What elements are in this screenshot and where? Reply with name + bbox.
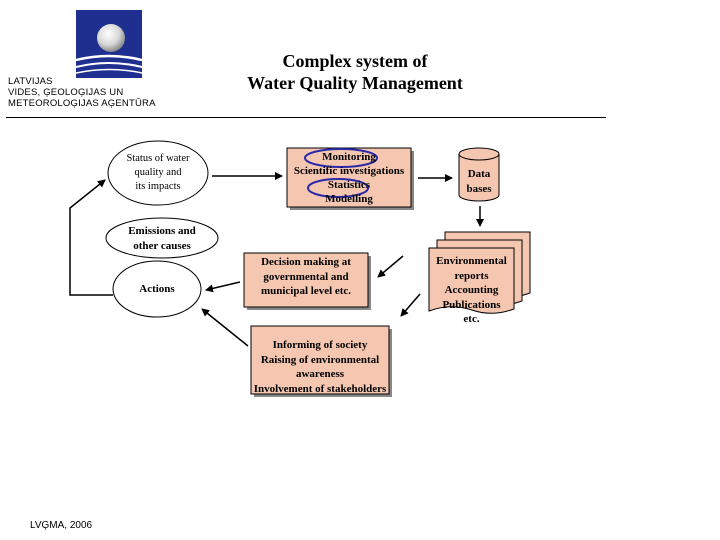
monitoring-label: Monitoring Scientific investigations Sta… [287,150,411,206]
emissions-label-line-2: other causes [133,239,191,252]
monitoring-highlight-ring [304,148,378,168]
status-ellipse [107,140,209,206]
reports-label-line-5: etc. [463,313,480,325]
monitoring-label-line-4: Modelling [325,193,373,205]
header-divider [6,117,606,118]
statistics-highlight-ring [307,178,369,198]
footer-credit: LVĢMA, 2006 [30,520,93,531]
reports-doc-front [428,247,515,314]
reports-label-line-4: Publications [442,298,501,311]
status-label: Status of water quality and its impacts [108,152,208,194]
agency-name-line-1: LATVIJAS [8,76,53,87]
databases-label-line-2: bases [466,182,492,195]
status-label-line-2: quality and [134,167,182,178]
agency-logo [76,10,142,78]
monitoring-label-line-2: Scientific investigations [293,165,405,177]
informing-label-line-1: Informing of society [272,339,368,351]
informing-label-line-4: Involvement of stakeholders [253,382,387,395]
informing-label: Informing of society Raising of environm… [245,338,395,396]
emissions-ellipse [105,217,219,259]
reports-label-line-2: reports [454,269,489,282]
agency-name-line-3: METEOROLOĢIJAS AĢENTŪRA [8,98,156,109]
databases-cylinder [458,154,500,202]
actions-label-line-1: Actions [139,283,175,295]
databases-cylinder-top [458,147,500,161]
page-title: Complex system of Water Quality Manageme… [210,50,500,94]
decision-box [243,252,369,308]
emissions-label: Emissions and other causes [106,224,218,253]
informing-box [250,325,390,395]
status-label-line-1: Status of water [126,153,190,164]
status-label-line-3: its impacts [135,181,181,192]
actions-ellipse [112,260,202,318]
databases-label-line-1: Data [467,168,491,180]
feedback-loop-arrow [69,179,113,296]
reports-label: Environmental reports Accounting Publica… [429,254,514,327]
arrow-reports-to-informing [400,293,421,317]
reports-label-line-1: Environmental [436,255,507,267]
actions-label: Actions [113,282,201,297]
page-title-line-2: Water Quality Management [247,73,463,93]
monitoring-label-line-3: Statistics [327,179,371,191]
monitoring-label-line-1: Monitoring [322,151,376,163]
informing-label-line-3: awareness [295,368,345,380]
agency-name-line-2: VIDES, ĢEOLOĢIJAS UN [8,87,124,98]
arrow-informing-to-actions [201,308,249,347]
decision-label: Decision making at governmental and muni… [244,255,368,299]
databases-label: Data bases [459,167,499,196]
arrow-reports-to-decision [377,255,404,278]
decision-label-line-2: governmental and [263,270,349,283]
decision-label-line-3: municipal level etc. [260,285,352,297]
agency-name: LATVIJAS VIDES, ĢEOLOĢIJAS UN METEOROLOĢ… [8,76,156,109]
arrow-decision-to-actions [205,281,241,293]
decision-label-line-1: Decision making at [261,256,351,268]
page-title-line-1: Complex system of [282,51,428,71]
reports-label-line-3: Accounting [444,284,499,296]
informing-label-line-2: Raising of environmental [260,353,380,366]
emissions-label-line-1: Emissions and [128,225,196,237]
